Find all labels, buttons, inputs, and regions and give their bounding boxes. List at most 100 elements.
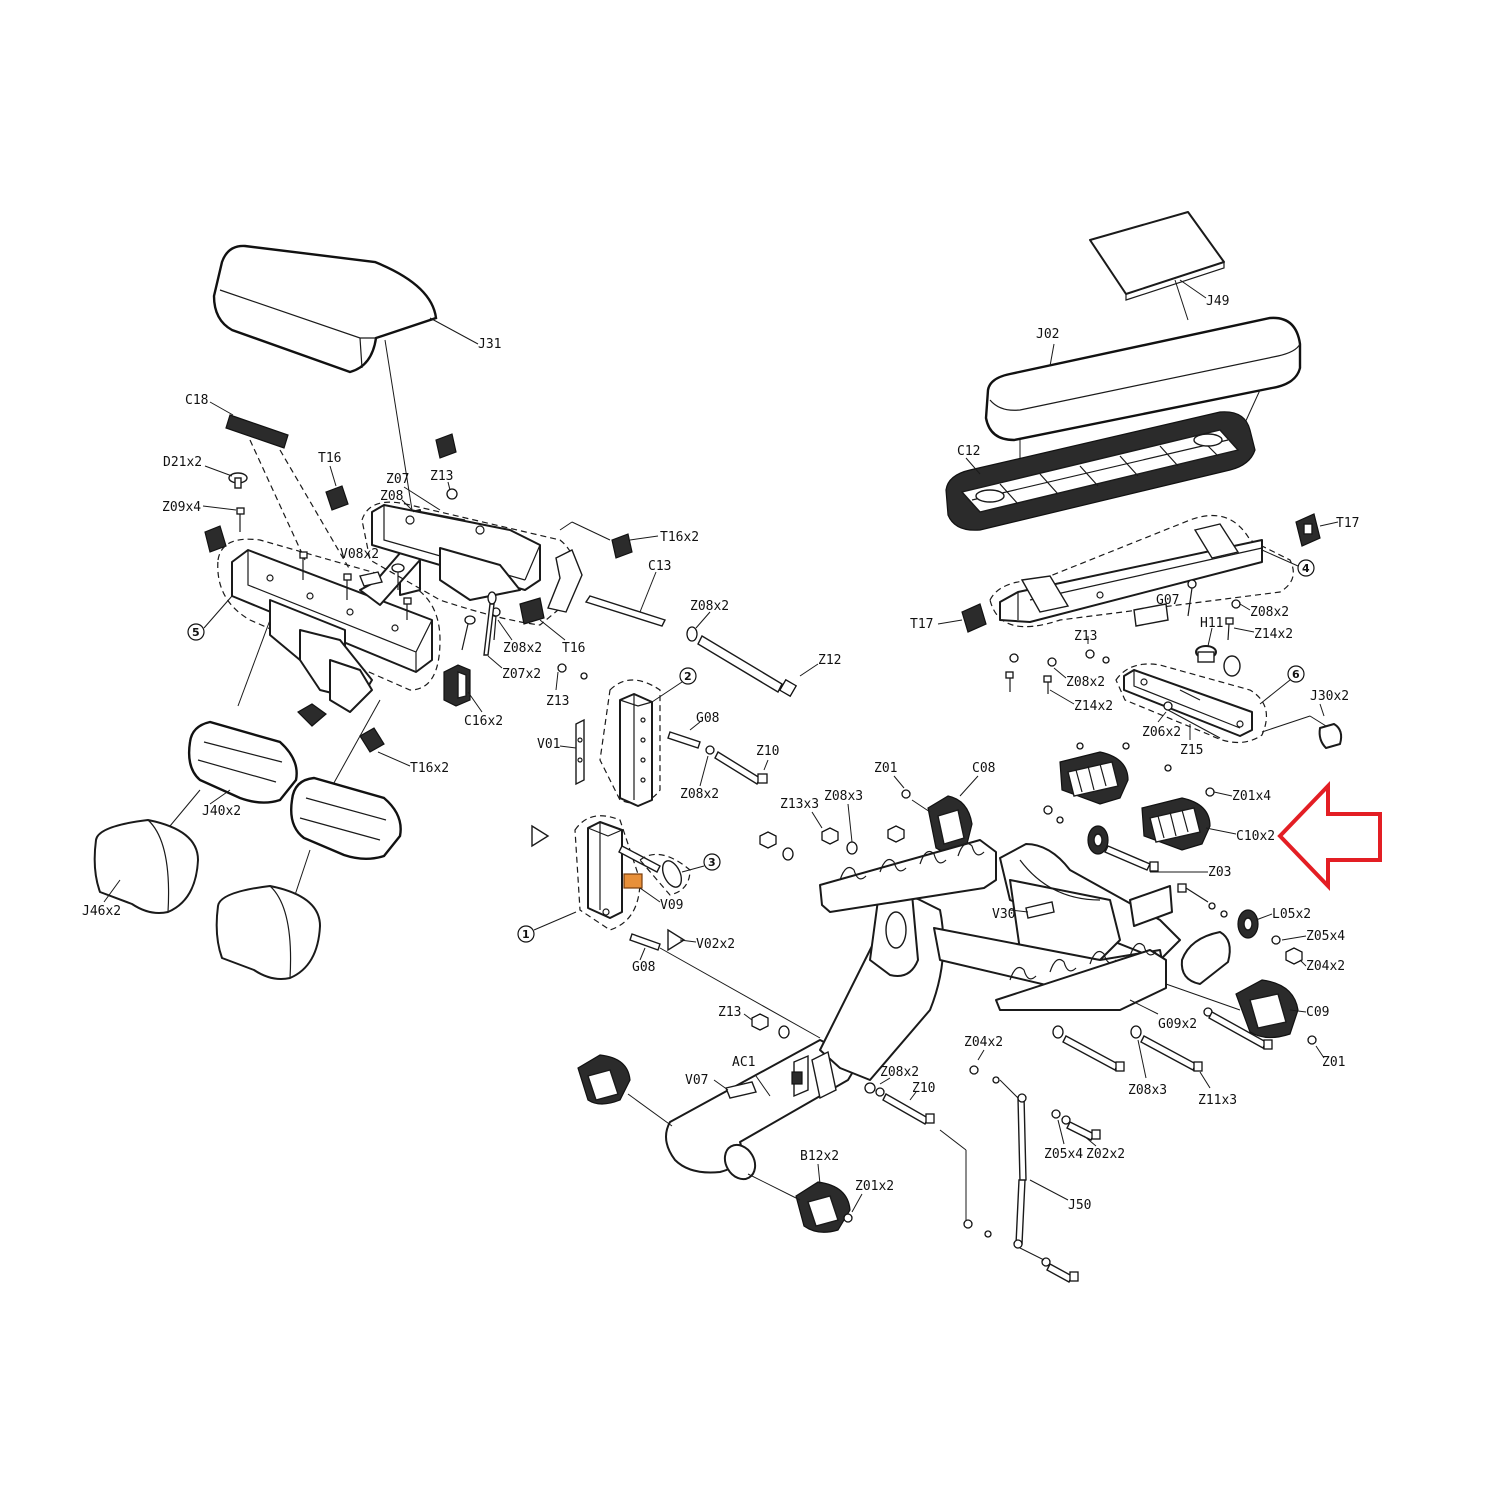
part-z08x2-washer-c [705,745,715,755]
label-T17-left: T17 [910,617,933,632]
part-l05-wheel [1237,909,1259,939]
label-C10x2: C10x2 [1236,829,1275,844]
part-ac1-main-frame [665,884,945,1181]
part-z10-bolt-a [714,751,768,785]
part-j31-seat-pad [212,244,438,374]
part-lower-frame-rail [819,839,1181,1011]
label-Z08x2-b: Z08x2 [503,641,542,656]
label-Z05x4-b: Z05x4 [1306,929,1345,944]
label-B12x2: B12x2 [800,1149,839,1164]
part-v08-sticker [359,571,383,587]
part-v30-sticker [1025,901,1055,919]
label-Z08: Z08 [380,489,403,504]
svg-text:5: 5 [192,626,200,639]
part-bolt-wheel [1177,883,1209,903]
part-j46-foam-roller-1 [93,819,199,914]
label-C12: C12 [957,444,980,459]
part-z07x2-bolt [483,591,497,656]
part-triangle-marker-1 [531,824,550,848]
part-t16x2-cap-right [611,533,633,559]
label-J50: J50 [1068,1198,1091,1213]
label-Z11x3: Z11x3 [1198,1093,1237,1108]
part-z14x2-bolt-a [1225,599,1241,641]
label-C09: C09 [1306,1005,1329,1020]
svg-text:2: 2 [684,670,692,683]
assembly-number-3: 3 [703,853,721,871]
part-c13-shaft [584,595,666,627]
part-seat-bracket [371,504,541,601]
label-Z01x4: Z01x4 [1232,789,1271,804]
part-b12-end-cap [795,1181,851,1233]
label-T16-top: T16 [318,451,341,466]
part-leg-end-cap-2 [359,727,385,753]
part-triangle-marker-2 [667,928,686,952]
part-wheel-housing [1180,931,1231,985]
label-L05x2: L05x2 [1272,907,1311,922]
group-2-outline [599,679,661,804]
part-lower-bolt [1041,1257,1079,1283]
label-AC1: AC1 [732,1055,755,1070]
part-z13-nut-top [446,488,458,500]
part-g08-sleeve-b [629,933,661,951]
part-z06x2-washer [1163,701,1221,739]
part-z12-bolt [697,635,798,698]
label-J40x2: J40x2 [202,804,241,819]
part-c08-end-cap [927,795,973,853]
part-bushing [1223,655,1241,677]
label-Z02x2: Z02x2 [1086,1147,1125,1162]
label-Z08x2-a: Z08x2 [690,599,729,614]
label-Z08x2-d: Z08x2 [880,1065,919,1080]
label-Z07: Z07 [386,472,409,487]
label-Z12: Z12 [818,653,841,668]
label-Z09x4: Z09x4 [162,500,201,515]
assembly-number-6: 6 [1287,665,1305,683]
label-Z03: Z03 [1208,865,1231,880]
part-z09-screw [236,507,245,532]
part-z08x2-washer-f [1005,653,1019,692]
part-slide-tube-1 [587,821,623,919]
label-Z10-lower: Z10 [912,1081,935,1096]
label-J49: J49 [1206,294,1229,309]
part-z08x3-washers-lower [1052,1025,1142,1039]
part-back-frame [999,523,1263,623]
part-t16-cap [325,485,349,511]
assembly-number-1: 1 [517,925,535,943]
part-j40-foam-holder-1 [187,720,298,804]
label-Z08x3-lower: Z08x3 [1128,1083,1167,1098]
part-z01-screw-a [901,789,911,799]
svg-text:4: 4 [1302,562,1310,575]
part-c18-logo-plate [225,414,289,449]
label-J46x2: J46x2 [82,904,121,919]
label-Z13-right: Z13 [1074,629,1097,644]
label-Z06x2: Z06x2 [1142,725,1181,740]
part-bolt-left-frame [461,615,476,651]
part-t16-cap-top [435,433,457,459]
part-z13-nut-lower [751,1013,790,1039]
label-T16x2-top: T16x2 [660,530,699,545]
label-T16-lower: T16 [562,641,585,656]
label-C08: C08 [972,761,995,776]
part-lower-nut [963,1219,992,1238]
part-bracket-plate [547,549,583,613]
label-Z04x2-a: Z04x2 [964,1035,1003,1050]
label-V09: V09 [660,898,683,913]
part-j49-foam [1089,211,1225,301]
label-Z13-lower: Z13 [718,1005,741,1020]
label-T17-right: T17 [1336,516,1359,531]
part-c09-end-cap [1235,979,1299,1039]
label-G09x2: G09x2 [1158,1017,1197,1032]
label-H11: H11 [1200,616,1223,631]
label-C16x2: C16x2 [464,714,503,729]
label-J30x2: J30x2 [1310,689,1349,704]
label-Z13-top: Z13 [430,469,453,484]
label-Z01-lower: Z01 [1322,1055,1345,1070]
label-Z05x4-a: Z05x4 [1044,1147,1083,1162]
part-z08x3-washers [782,841,858,861]
part-j02-back-pad [984,316,1302,442]
label-V08x2: V08x2 [340,547,379,562]
part-z13-nut-mid [557,663,588,680]
part-z08x2-washer-e [1187,579,1197,617]
label-Z08x2-f: Z08x2 [1066,675,1105,690]
label-Z10-top: Z10 [756,744,779,759]
